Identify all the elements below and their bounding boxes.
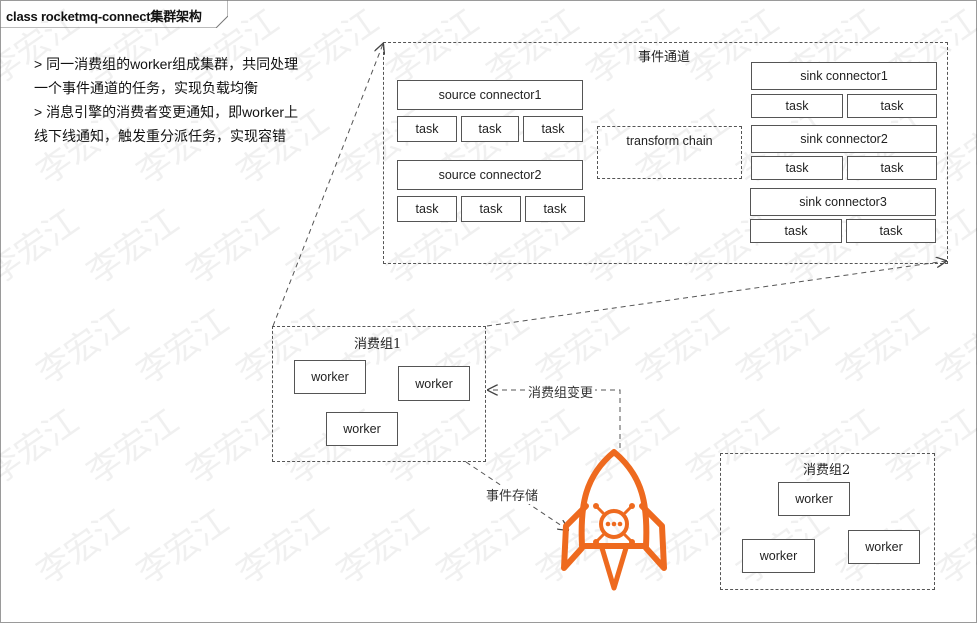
note-line-2: 一个事件通道的任务，实现负载均衡: [34, 80, 258, 96]
note-line-4: 线下线通知，触发重分派任务，实现容错: [34, 128, 286, 144]
rocketmq-rocket-icon: [561, 449, 667, 591]
sink1-task-2: task: [847, 94, 937, 118]
notes: > 同一消费组的worker组成集群，共同处理 一个事件通道的任务，实现负载均衡…: [34, 52, 314, 148]
group2-worker-3: worker: [848, 530, 920, 564]
consumer-group-2-title: 消费组2: [803, 463, 851, 478]
note-line-3: > 消息引擎的消费者变更通知，即worker上: [34, 104, 299, 120]
group1-worker-1: worker: [294, 360, 366, 394]
transform-chain-box: transform chain: [597, 126, 742, 179]
source1-task-2: task: [461, 116, 519, 142]
sink2-task-2: task: [847, 156, 937, 180]
event-channel-box: [383, 42, 948, 264]
sink3-task-2: task: [846, 219, 936, 243]
source2-task-3: task: [525, 196, 585, 222]
sink-connector-1: sink connector1: [751, 62, 937, 90]
group2-worker-1: worker: [778, 482, 850, 516]
event-storage-label: 事件存储: [484, 485, 541, 504]
source2-task-1: task: [397, 196, 457, 222]
zoom-line-right: [486, 261, 946, 327]
zoom-line-left: [272, 44, 383, 327]
source-connector-1: source connector1: [397, 80, 583, 110]
group1-worker-3: worker: [326, 412, 398, 446]
diagram-title: class rocketmq-connect集群架构: [6, 9, 202, 24]
group-change-label: 消费组变更: [526, 382, 596, 401]
note-line-1: > 同一消费组的worker组成集群，共同处理: [34, 56, 299, 72]
source1-task-1: task: [397, 116, 457, 142]
sink1-task-1: task: [751, 94, 843, 118]
group1-worker-2: worker: [398, 366, 470, 401]
event-channel-title: 事件通道: [638, 50, 691, 65]
sink-connector-3: sink connector3: [750, 188, 936, 216]
source1-task-3: task: [523, 116, 583, 142]
consumer-group-2-box: [720, 453, 935, 590]
source2-task-2: task: [461, 196, 521, 222]
sink-connector-2: sink connector2: [751, 125, 937, 153]
group2-worker-2: worker: [742, 539, 815, 573]
consumer-group-1-box: [272, 326, 486, 462]
consumer-group-1-title: 消费组1: [354, 337, 402, 352]
source-connector-2: source connector2: [397, 160, 583, 190]
sink2-task-1: task: [751, 156, 843, 180]
event-storage-edge: [465, 461, 568, 530]
sink3-task-1: task: [750, 219, 842, 243]
transform-chain-label: transform chain: [626, 134, 713, 148]
title-tab: [0, 0, 228, 28]
